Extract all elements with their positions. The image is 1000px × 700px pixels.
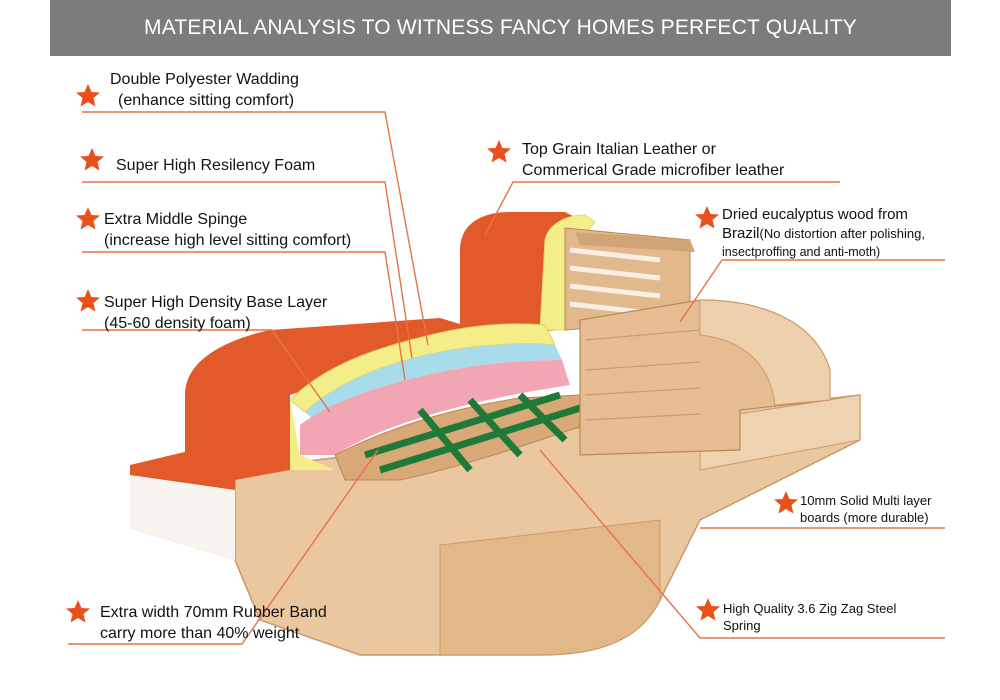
callout-spring: High Quality 3.6 Zig Zag Steel Spring	[723, 600, 896, 634]
star-icon	[487, 140, 511, 163]
star-icon	[76, 289, 100, 312]
callout-sponge: Extra Middle Spinge (increase high level…	[104, 209, 351, 251]
callout-wood: Dried eucalyptus wood from Brazil(No dis…	[722, 205, 925, 262]
callout-wood-title: Dried eucalyptus wood from	[722, 205, 925, 224]
callout-foam-title: Super High Resilency Foam	[116, 155, 315, 176]
callout-foam: Super High Resilency Foam	[116, 155, 315, 176]
callout-wood-origin: Brazil	[722, 225, 760, 242]
star-icon	[76, 207, 100, 230]
callout-boards: 10mm Solid Multi layer boards (more dura…	[800, 492, 932, 526]
callout-wood-note-2: insectproffing and anti-moth)	[722, 243, 925, 262]
star-icon	[695, 206, 719, 229]
callout-base: Super High Density Base Layer (45-60 den…	[104, 292, 327, 334]
star-icon	[76, 84, 100, 107]
callout-wadding: Double Polyester Wadding (enhance sittin…	[110, 69, 299, 111]
callout-boards-title: 10mm Solid Multi layer	[800, 492, 932, 509]
callout-band-note: carry more than 40% weight	[100, 623, 327, 644]
callout-leather-note: Commerical Grade microfiber leather	[522, 160, 784, 181]
callout-boards-note: boards (more durable)	[800, 509, 932, 526]
star-icon	[696, 598, 720, 621]
callout-spring-title: High Quality 3.6 Zig Zag Steel	[723, 600, 896, 617]
callout-wadding-note: (enhance sitting comfort)	[110, 90, 299, 111]
callout-spring-note: Spring	[723, 617, 896, 634]
star-icon	[66, 600, 90, 623]
callout-wadding-title: Double Polyester Wadding	[110, 69, 299, 90]
callout-leather-title: Top Grain Italian Leather or	[522, 139, 784, 160]
callout-base-note: (45-60 density foam)	[104, 313, 327, 334]
callout-base-title: Super High Density Base Layer	[104, 292, 327, 313]
callout-band-title: Extra width 70mm Rubber Band	[100, 602, 327, 623]
star-icon	[774, 491, 798, 514]
callout-sponge-note: (increase high level sitting comfort)	[104, 230, 351, 251]
callout-wood-note: (No distortion after polishing,	[760, 226, 925, 241]
white-cushion-base	[130, 475, 235, 560]
callout-leather: Top Grain Italian Leather or Commerical …	[522, 139, 784, 181]
star-icon	[80, 148, 104, 171]
callout-sponge-title: Extra Middle Spinge	[104, 209, 351, 230]
callout-band: Extra width 70mm Rubber Band carry more …	[100, 602, 327, 644]
